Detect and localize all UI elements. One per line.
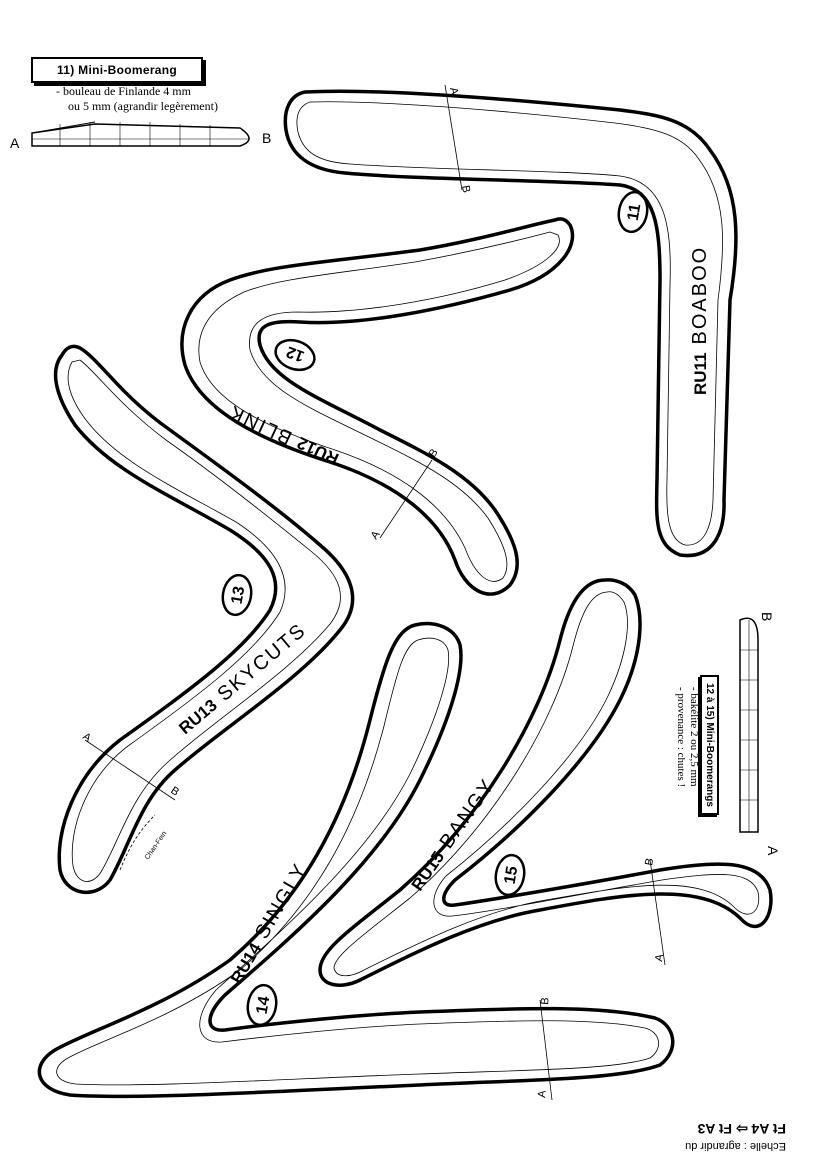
ru15-section-a: A — [653, 953, 666, 963]
svg-text:RU11BOABOO: RU11 BOABOO — [689, 246, 711, 395]
ru11-section-b: B — [459, 184, 472, 193]
ru13-name: SKYCUTS — [213, 619, 310, 706]
side-panel-material-line: - bakélite 2 ou 2,5 mm — [688, 687, 700, 787]
ru11-label: RU11 BOABOO — [689, 246, 711, 395]
ru12-label: RU12BLINK — [225, 400, 342, 470]
ru15-number: 15 — [502, 865, 522, 886]
scale-instruction: Echelle : agrandir du — [685, 1140, 786, 1152]
side-panel: 12 à 15) Mini-Boomerangs - bakélite 2 ou… — [660, 675, 720, 855]
ru15-name: BANGY — [436, 775, 500, 853]
ru14-number: 14 — [254, 995, 274, 1016]
svg-text:RU15BANGY: RU15BANGY — [406, 775, 499, 895]
ru13-note: Chan-Fein — [144, 830, 169, 861]
ru12-code: RU12 — [294, 433, 341, 469]
ru13-code: RU13 — [175, 696, 221, 738]
ru15-label: RU15BANGY — [406, 775, 500, 895]
ru11-number: 11 — [625, 202, 645, 222]
boomerang-ru13: A B Chan-Fein 13 RU13SKYCUTS — [53, 344, 355, 895]
ru14-label: RU14SINGLY — [225, 859, 312, 987]
header-thickness-line: ou 5 mm (agrandir legèrement) — [68, 99, 218, 113]
scale-footer: Echelle : agrandir du Ft A4 ⇨ Ft A3 — [626, 1112, 786, 1152]
profile-11-label-a: A — [10, 135, 20, 151]
svg-text:RU12BLINK: RU12BLINK — [225, 400, 342, 470]
side-panel-source-line: - provenance : chutes ! — [675, 687, 687, 788]
svg-text:RU14SINGLY: RU14SINGLY — [225, 859, 312, 987]
ru14-section-b: B — [539, 997, 552, 1005]
boomerang-ru11: A B 11 RU11 BOABOO — [283, 84, 738, 558]
profile-12-15-label-a: A — [765, 846, 781, 856]
ru15-section-b: B — [643, 857, 656, 866]
ru12-section-a: A — [369, 528, 383, 541]
scale-format: Ft A4 ⇨ Ft A3 — [697, 1121, 786, 1137]
ru11-number-badge: 11 — [617, 190, 649, 234]
ru13-number-badge: 13 — [221, 573, 253, 617]
ru15-code: RU15 — [408, 848, 448, 895]
ru12-name: BLINK — [225, 400, 296, 449]
ru14-number-badge: 14 — [246, 983, 278, 1027]
ru12-number-badge: 12 — [274, 338, 316, 372]
ru12-section-b: B — [427, 447, 441, 460]
ru11-code: RU11 — [691, 352, 710, 395]
profile-12-15-label-b: B — [759, 612, 775, 621]
profile-11: A B — [10, 121, 271, 151]
profile-12-15: B A — [739, 612, 781, 856]
ru14-section-a: A — [536, 1089, 549, 1098]
ru13-number: 13 — [229, 585, 249, 606]
boomerang-ru14: A B 14 RU14SINGLY — [37, 621, 675, 1101]
ru11-name: BOABOO — [689, 246, 711, 345]
ru15-number-badge: 15 — [494, 853, 526, 897]
ru12-number: 12 — [284, 343, 307, 365]
ru11-section-a: A — [447, 86, 460, 96]
header-material-line: - bouleau de Finlande 4 mm — [56, 84, 191, 98]
header-title: 11) Mini-Boomerang — [31, 57, 203, 83]
ru13-section-a: A — [80, 731, 93, 745]
profile-11-label-b: B — [262, 130, 271, 146]
side-panel-title: 12 à 15) Mini-Boomerangs — [700, 675, 719, 815]
